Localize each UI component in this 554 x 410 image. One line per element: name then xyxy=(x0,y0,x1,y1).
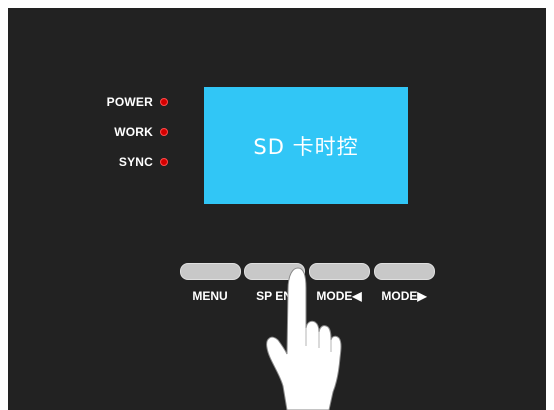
led-indicator-power: POWER xyxy=(8,95,168,109)
sync-led-icon xyxy=(160,158,168,166)
power-led-icon xyxy=(160,98,168,106)
led-label-work: WORK xyxy=(114,125,153,139)
menu-button[interactable] xyxy=(180,263,241,280)
mode-left-button[interactable] xyxy=(309,263,370,280)
led-indicator-sync: SYNC xyxy=(8,155,168,169)
menu-button-label: MENU xyxy=(192,289,228,303)
mode-right-button-label: MODE▶ xyxy=(381,289,427,303)
work-led-icon xyxy=(160,128,168,136)
screen-button-label: SP EN xyxy=(256,289,292,303)
led-label-sync: SYNC xyxy=(118,155,153,169)
mode-right-button[interactable] xyxy=(374,263,435,280)
mode-left-button-label: MODE◀ xyxy=(316,289,362,303)
led-label-power: POWER xyxy=(106,95,153,109)
led-indicator-work: WORK xyxy=(8,125,168,139)
display-screen: SD 卡时控 xyxy=(204,87,408,204)
display-text: SD 卡时控 xyxy=(253,134,359,159)
pointing-hand-icon xyxy=(266,267,342,410)
